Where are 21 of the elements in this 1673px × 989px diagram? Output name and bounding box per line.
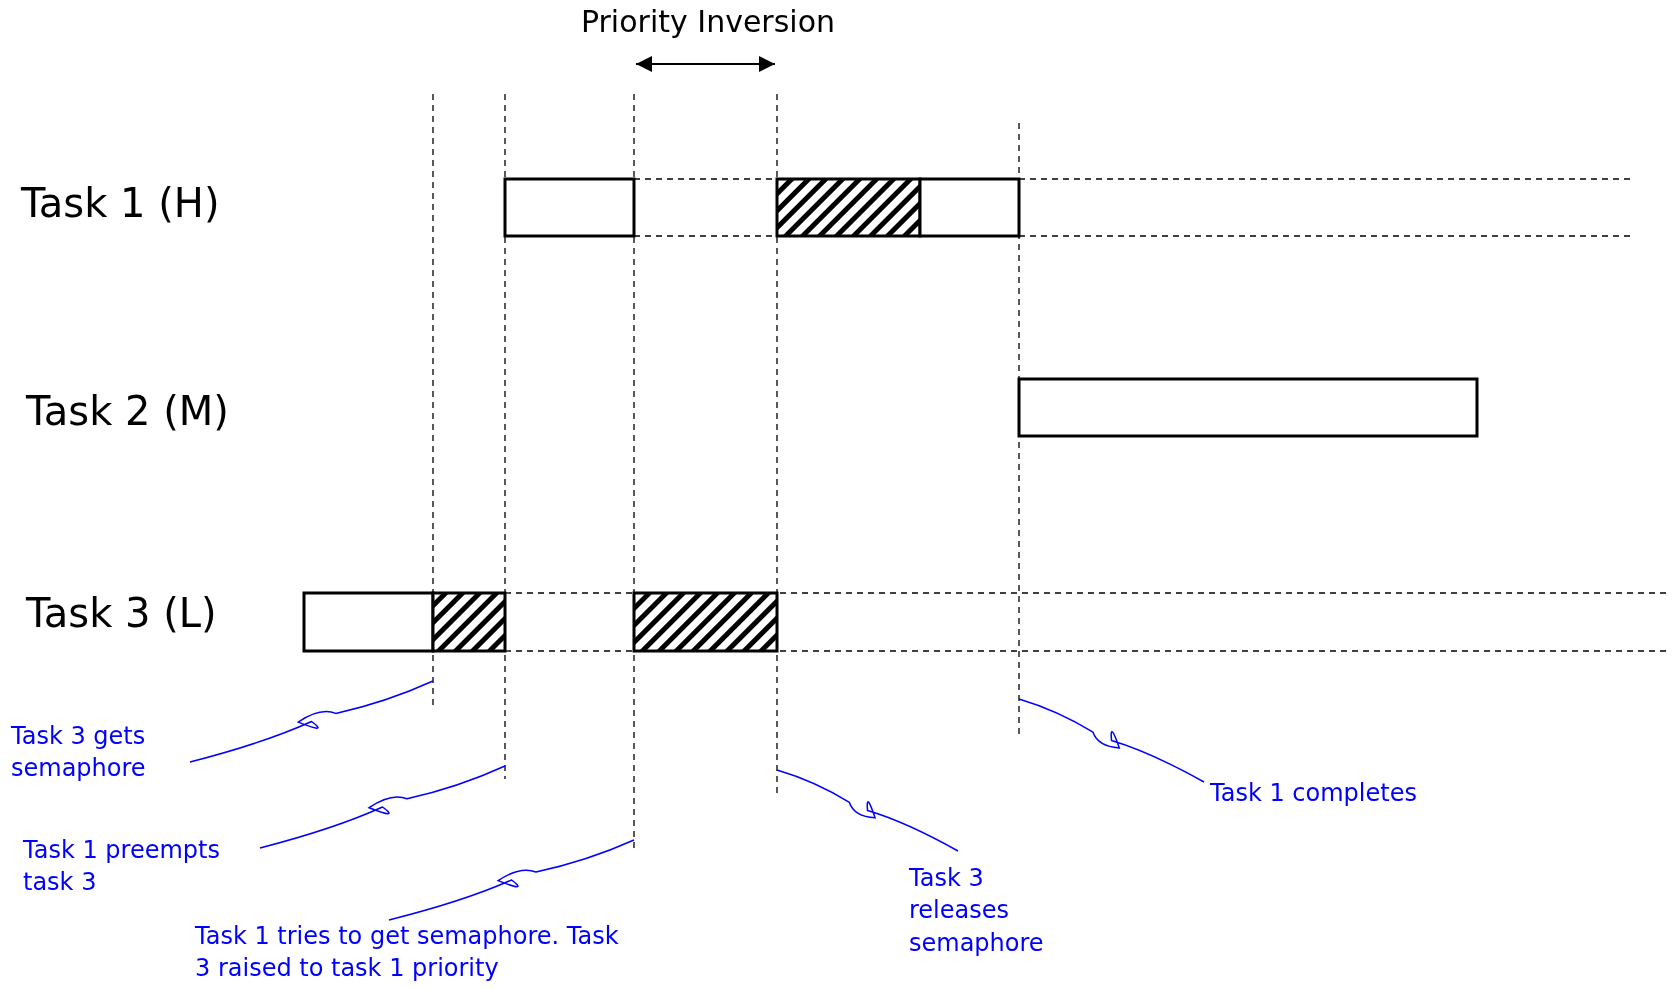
leader-line xyxy=(388,839,635,921)
callout-text: Task 3 gets semaphore xyxy=(11,720,171,785)
execution-bar xyxy=(503,177,636,238)
hatched-execution-bar xyxy=(775,177,922,238)
execution-bar xyxy=(918,177,1021,238)
hatched-execution-bar xyxy=(431,591,507,653)
callout-text: Task 1 completes xyxy=(1210,777,1470,810)
hatched-execution-bar xyxy=(632,591,779,653)
leader-line xyxy=(776,769,959,852)
callout-text: Task 1 preempts task 3 xyxy=(23,834,243,899)
leader-line xyxy=(1018,698,1205,783)
task-label: Task 2 (M) xyxy=(26,388,229,434)
callout-text: Task 3 releases semaphore xyxy=(909,862,1049,960)
heading: Priority Inversion xyxy=(579,4,837,39)
execution-bar xyxy=(302,591,435,653)
leader-line xyxy=(189,680,434,763)
leader-line xyxy=(259,765,506,849)
task-label: Task 1 (H) xyxy=(21,180,220,226)
callout-text: Task 1 tries to get semaphore. Task 3 raised to task 1 priority xyxy=(195,920,620,985)
task-label: Task 3 (L) xyxy=(26,590,217,636)
execution-bar xyxy=(1017,377,1479,438)
